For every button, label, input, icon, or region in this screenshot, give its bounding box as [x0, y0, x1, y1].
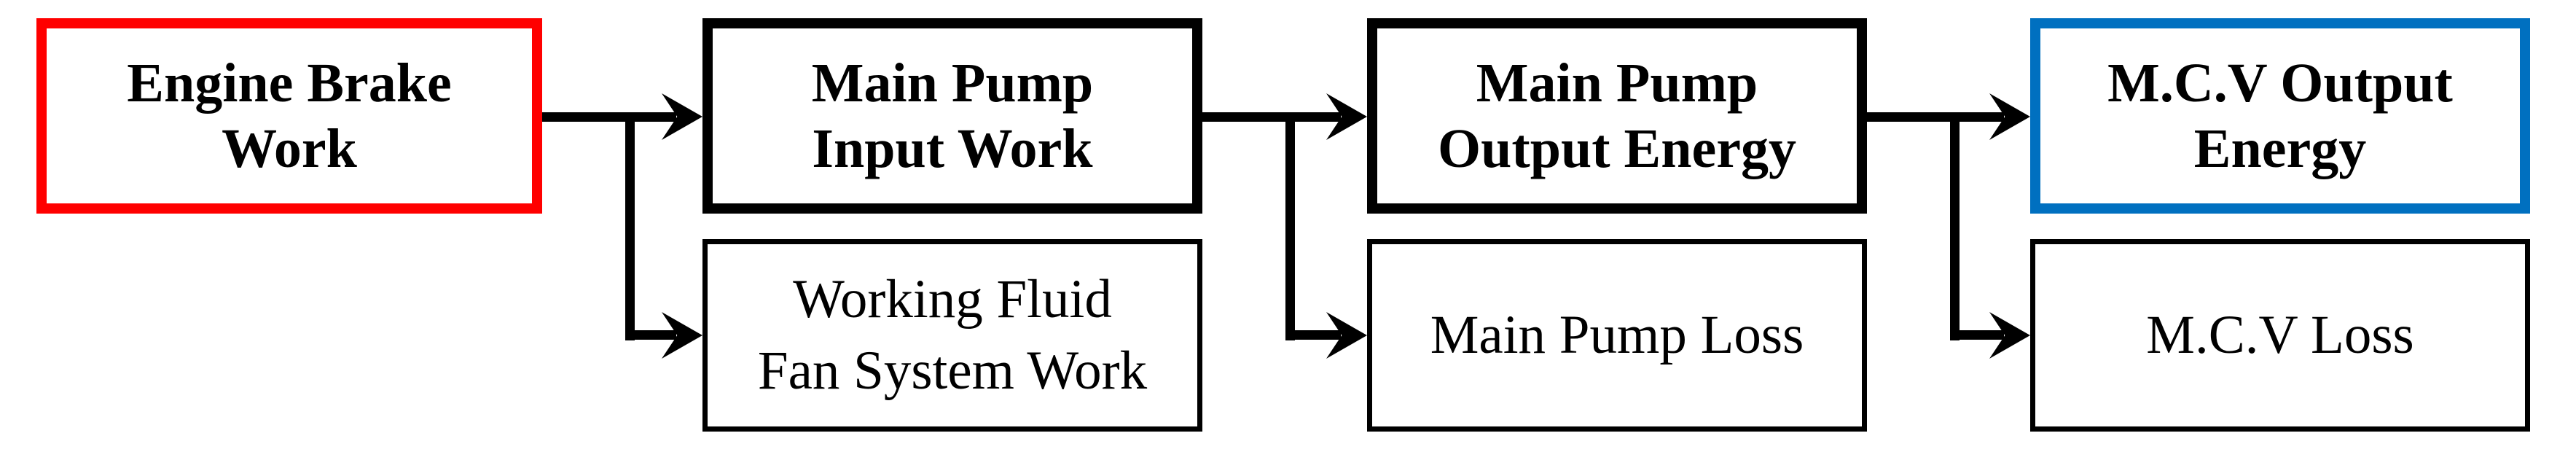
node-mcv-loss: M.C.V Loss [2030, 239, 2530, 432]
node-main-pump-loss: Main Pump Loss [1367, 239, 1867, 432]
node-main-pump-input-work: Main Pump Input Work [702, 18, 1202, 214]
node-label: M.C.V Output Energy [2107, 50, 2453, 182]
label-line: Main Pump [811, 52, 1094, 114]
node-mcv-output-energy: M.C.V Output Energy [2030, 18, 2530, 214]
node-main-pump-output-energy: Main Pump Output Energy [1367, 18, 1867, 214]
node-label: Engine Brake Work [127, 50, 452, 182]
label-line: Output Energy [1438, 118, 1796, 179]
node-engine-brake-work: Engine Brake Work [36, 18, 542, 214]
node-label: Main Pump Loss [1430, 300, 1804, 371]
connector-shaft-pump-input-to-pump-output [1202, 112, 1341, 122]
node-working-fluid-fan-system-work: Working Fluid Fan System Work [702, 239, 1202, 432]
label-line: Main Pump [1476, 52, 1758, 114]
connector-shaft-pump-output-to-mcv [1867, 112, 2004, 122]
label-line: Energy [2193, 118, 2367, 179]
branch-shaft-to-main-pump-loss [1285, 330, 1341, 340]
label-line: Fan System Work [757, 340, 1148, 401]
node-label: Main Pump Output Energy [1438, 50, 1796, 182]
label-line: Input Work [812, 118, 1093, 179]
branch-shaft-to-fan-system-work [625, 330, 676, 340]
branch-vertical-after-pump-output [1950, 112, 1960, 340]
branch-vertical-after-engine [625, 112, 635, 340]
label-line: Work [222, 118, 357, 179]
node-label: Working Fluid Fan System Work [758, 264, 1147, 407]
branch-shaft-to-mcv-loss [1950, 330, 2004, 340]
connector-shaft-engine-to-pump-input [542, 112, 676, 122]
label-line: M.C.V Output [2107, 52, 2453, 114]
label-line: Engine Brake [127, 52, 452, 114]
label-line: Main Pump Loss [1430, 305, 1804, 365]
label-line: M.C.V Loss [2146, 305, 2414, 365]
branch-vertical-after-pump-input [1285, 112, 1295, 340]
node-label: M.C.V Loss [2146, 300, 2413, 371]
label-line: Working Fluid [793, 269, 1112, 330]
node-label: Main Pump Input Work [812, 50, 1093, 182]
